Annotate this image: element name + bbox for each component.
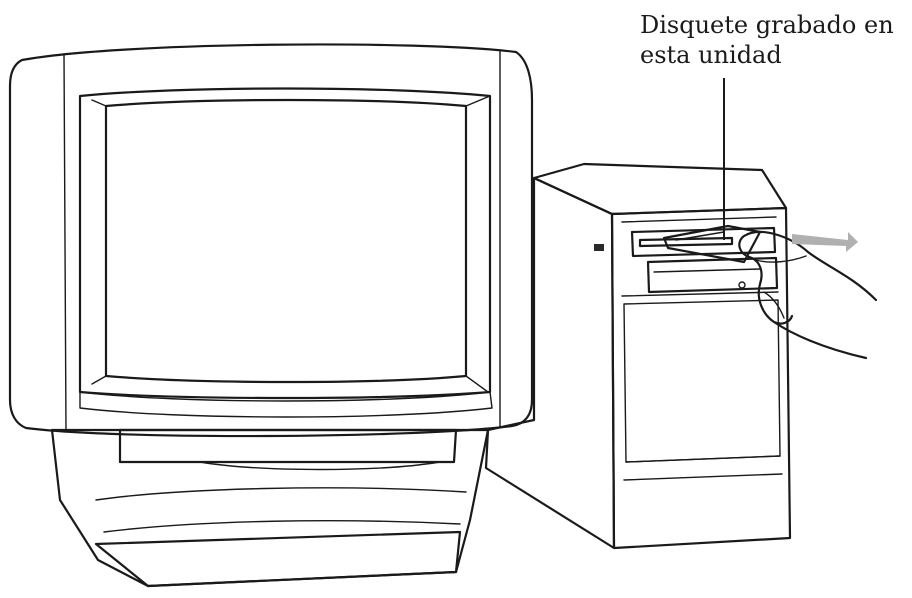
tower-top (532, 162, 788, 216)
power-button (594, 244, 604, 251)
insert-arrow (792, 232, 858, 252)
monitor-shell (8, 43, 534, 438)
floppy-disk (662, 224, 762, 264)
floppy-drive-bay (630, 226, 777, 258)
monitor-neck (118, 428, 458, 464)
monitor-bezel (78, 87, 492, 400)
pc-tower (484, 162, 792, 550)
lower-panel (623, 299, 781, 463)
callout-line-1: Disquete grabado en (640, 11, 894, 39)
tower-front (610, 206, 792, 550)
monitor (8, 43, 534, 588)
callout-line-2: esta unidad (640, 41, 782, 69)
eject-button (738, 281, 746, 289)
callout-label: Disquete grabado en esta unidad (640, 10, 910, 70)
monitor-screen (104, 98, 468, 384)
floppy-slot (638, 236, 734, 248)
tower-side (484, 176, 616, 550)
hand (738, 231, 878, 360)
